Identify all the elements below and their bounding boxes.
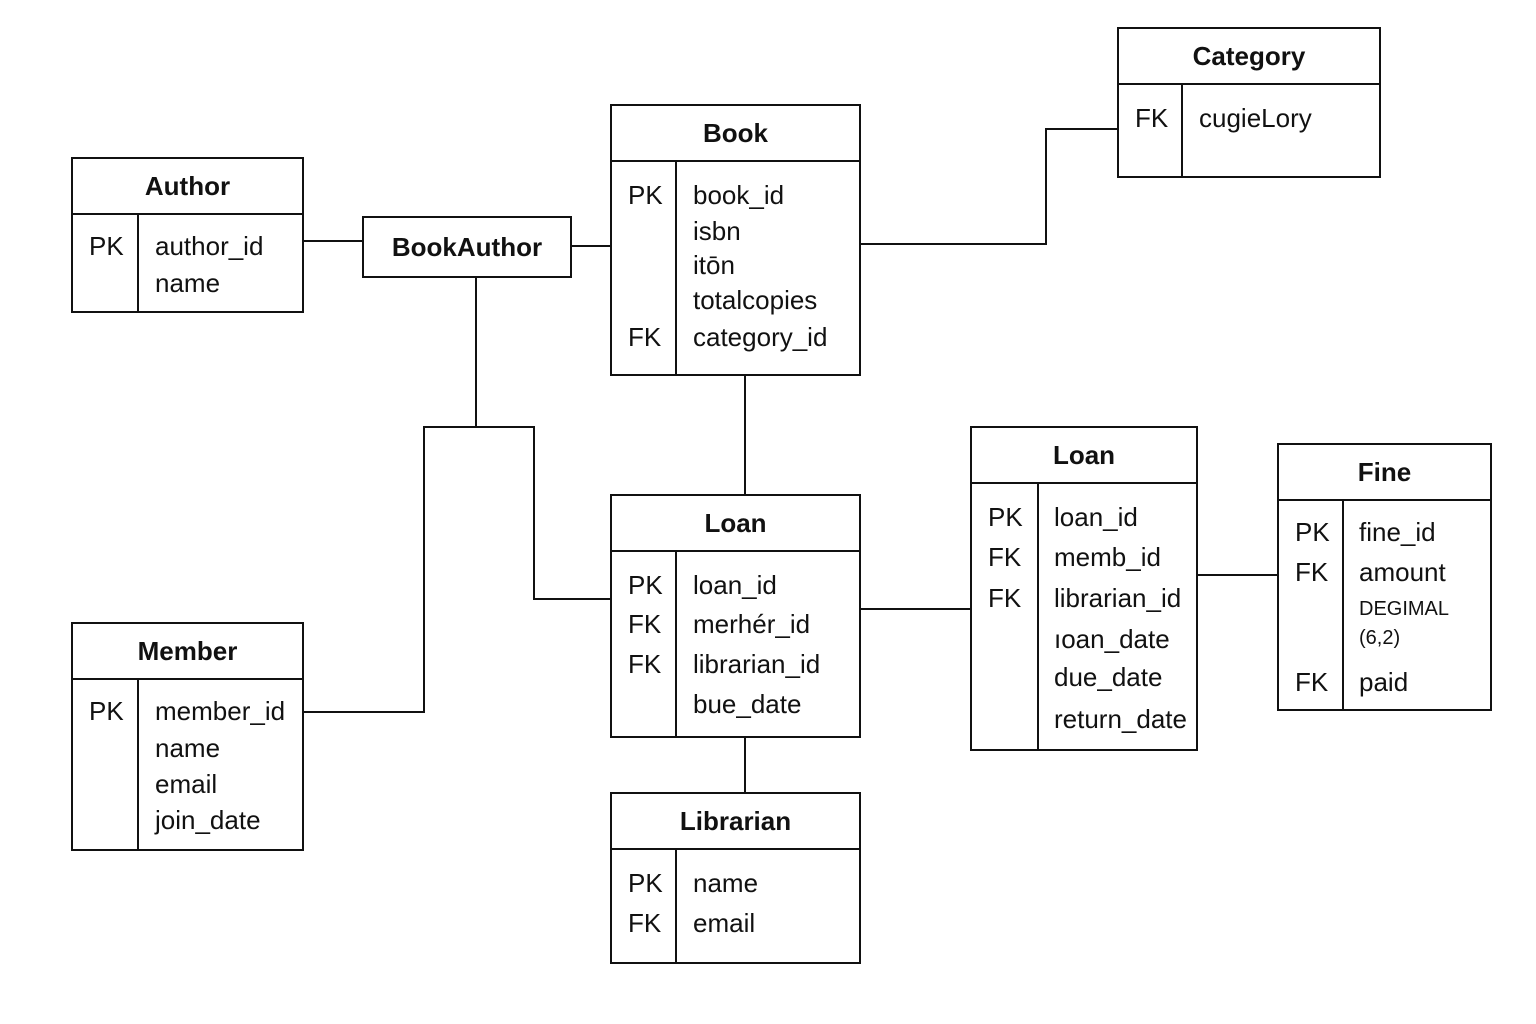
key-label: FK	[628, 649, 662, 679]
connector-book-category	[860, 128, 1118, 245]
key-label: FK	[1135, 103, 1169, 133]
connector-bookauthor-loan	[476, 426, 611, 600]
field-name: merhér_id	[693, 609, 811, 639]
entity-author: Author PK author_id name	[71, 157, 304, 313]
entity-title: Member	[73, 624, 302, 680]
entity-title: Fine	[1279, 445, 1490, 501]
field-name: loan_id	[693, 570, 777, 600]
field-name: name	[155, 268, 221, 298]
field-name: paid	[1359, 667, 1409, 697]
key-label: PK	[628, 570, 663, 600]
key-label: FK	[988, 583, 1022, 613]
field-name: totalcopies	[693, 285, 818, 315]
entity-title: Loan	[972, 428, 1196, 484]
field-name: return_date	[1054, 704, 1187, 734]
field-name: ıoan_date	[1054, 624, 1170, 654]
key-label: FK	[988, 542, 1022, 572]
field-name: category_id	[693, 322, 828, 352]
field-name: book_id	[693, 180, 785, 210]
key-label: FK	[1295, 667, 1329, 697]
field-name: due_date	[1054, 662, 1163, 692]
field-name: cugieLory	[1199, 103, 1312, 133]
key-label: PK	[1295, 517, 1330, 547]
connector-bookauthor-member	[303, 278, 477, 713]
entity-fine: Fine PK fine_id FK amount DEGIMAL (6,2) FK…	[1277, 443, 1492, 711]
entity-bookauthor: BookAuthor	[362, 216, 572, 278]
field-name: member_id	[155, 696, 286, 726]
entity-title: Author	[73, 159, 302, 215]
field-name: amount	[1359, 557, 1446, 587]
key-label: FK	[1295, 557, 1329, 587]
entity-title: Loan	[612, 496, 859, 552]
entity-title: Category	[1119, 29, 1379, 85]
field-name: librarian_id	[693, 649, 821, 679]
entity-category: Category FK cugieLory	[1117, 27, 1381, 178]
field-name: email	[155, 769, 218, 799]
entity-title: Book	[612, 106, 859, 162]
key-label: PK	[628, 180, 663, 210]
field-name: itōn	[693, 250, 735, 280]
key-label: PK	[988, 502, 1023, 532]
field-name: name	[155, 733, 221, 763]
field-name: isbn	[693, 216, 741, 246]
key-label: PK	[628, 868, 663, 898]
key-label: PK	[89, 696, 124, 726]
field-name: join_date	[155, 805, 261, 835]
key-label: FK	[628, 322, 662, 352]
field-name: name	[693, 868, 759, 898]
field-name: librarian_id	[1054, 583, 1182, 613]
entity-member: Member PK member_id name email join_date	[71, 622, 304, 851]
key-label: FK	[628, 908, 662, 938]
entity-librarian: Librarian PK name FK email	[610, 792, 861, 964]
field-name: bue_date	[693, 689, 802, 719]
key-label: FK	[628, 609, 662, 639]
field-name: author_id	[155, 231, 264, 261]
field-name: (6,2)	[1359, 627, 1401, 649]
key-label: PK	[89, 231, 124, 261]
field-name: fine_id	[1359, 517, 1436, 547]
field-name: memb_id	[1054, 542, 1161, 572]
entity-loan-center: Loan PK loan_id FK merhér_id FK librarian_i…	[610, 494, 861, 738]
field-name: loan_id	[1054, 502, 1138, 532]
field-name: email	[693, 908, 756, 938]
field-name: DEGIMAL	[1359, 598, 1450, 620]
entity-book: Book PK book_id isbn itōn totalcopies FK c…	[610, 104, 861, 376]
entity-title: Librarian	[612, 794, 859, 850]
